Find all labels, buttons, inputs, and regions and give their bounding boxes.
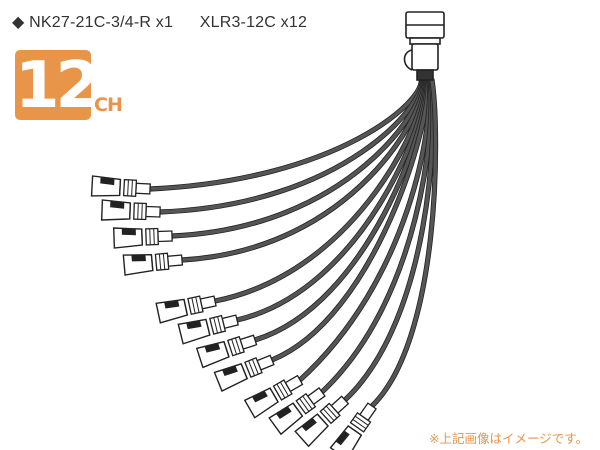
xlr-connector: [122, 252, 184, 276]
xlr-grip-ridge: [354, 415, 369, 426]
spec-bullet: ◆: [12, 14, 25, 31]
xlr-connector: [177, 314, 239, 345]
spec-multipin-connector: NK27-21C-3/4-R x1: [29, 14, 174, 31]
channel-count: 12: [15, 49, 100, 123]
xlr-latch: [222, 366, 238, 376]
xlr-grip-ridge: [276, 383, 286, 399]
xlr-connector: [195, 334, 258, 369]
xlr-grip: [272, 379, 293, 401]
xlr-body: [243, 387, 279, 419]
xlr-latch: [121, 228, 136, 236]
xlr-grip-ridge: [213, 317, 219, 334]
xlr-seam: [316, 413, 329, 427]
xlr-boot: [135, 182, 151, 195]
xlr-grip-ridge: [248, 360, 256, 376]
xlr-boot: [199, 295, 217, 310]
xlr-seam: [141, 229, 143, 246]
xlr-latch: [276, 406, 292, 419]
xlr-grip: [133, 202, 147, 221]
xlr-latch: [186, 320, 202, 330]
xlr-grip-ridge: [279, 381, 289, 397]
xlr-latch: [301, 418, 317, 432]
xlr-grip-ridge: [141, 203, 143, 220]
cable: [148, 78, 423, 191]
xlr-grip: [122, 178, 138, 197]
xlr-grip-ridge: [299, 398, 310, 412]
xlr-grip-ridge: [231, 339, 238, 355]
xlr-grip-ridge: [137, 203, 139, 220]
xlr-grip: [295, 392, 317, 415]
xlr-grip: [187, 295, 204, 316]
xlr-seam: [183, 299, 188, 316]
xlr-latch: [204, 343, 221, 353]
xlr-grip-ridge: [234, 337, 241, 354]
xlr-latch: [335, 430, 350, 446]
xlr-latch: [164, 300, 180, 309]
xlr-grip-ridge: [158, 253, 162, 270]
xlr-grip-ridge: [251, 359, 259, 375]
xlr-seam: [205, 319, 211, 336]
xlr-grip-ridge: [191, 297, 196, 314]
xlr-connector: [100, 199, 161, 221]
xlr-grip-ridge: [195, 296, 200, 313]
xlr-body: [155, 298, 189, 324]
xlr-seam: [119, 179, 122, 196]
xlr-boot: [157, 230, 173, 243]
multipin-clip: [403, 49, 413, 71]
xlr-boot: [166, 254, 184, 267]
xlr-grip-ridge: [322, 408, 335, 422]
xlr-grip-ridge: [325, 405, 338, 419]
cable-outline: [147, 77, 424, 192]
xlr-grip-ridge: [302, 395, 313, 410]
xlr-connector: [329, 402, 378, 450]
xlr-connector: [112, 227, 173, 249]
xlr-latch: [110, 201, 125, 209]
xlr-grip: [209, 314, 227, 335]
channel-unit: CH: [94, 94, 123, 116]
multipin-body: [411, 43, 439, 71]
multipin-connector: [403, 11, 445, 81]
xlr-connector: [243, 374, 304, 419]
xlr-grip: [145, 227, 159, 246]
xlr-connector: [268, 387, 326, 436]
xlr-latch: [100, 177, 115, 186]
xlr-grip-ridge: [217, 316, 222, 333]
cable-bundle: [147, 77, 439, 409]
spec-line: ◆ NK27-21C-3/4-R x1 XLR3-12C x12: [12, 12, 307, 32]
image-disclaimer: ※上記画像はイメージです。: [429, 432, 588, 446]
xlr-seam: [223, 341, 230, 358]
xlr-seam: [347, 425, 362, 436]
xlr-body: [177, 318, 211, 345]
xlr-connector: [213, 354, 275, 392]
xlr-latch: [252, 391, 268, 403]
multipin-boot: [416, 69, 434, 81]
xlr-connectors: [90, 175, 378, 450]
xlr-connector: [155, 295, 217, 324]
cable: [270, 78, 430, 362]
xlr-grip-ridge: [131, 180, 133, 197]
channel-badge: 12: [15, 49, 100, 123]
xlr-connector: [294, 395, 350, 448]
xlr-grip-ridge: [149, 228, 151, 245]
cable: [370, 78, 438, 408]
xlr-grip-ridge: [153, 228, 155, 245]
xlr-connector: [90, 175, 151, 197]
xlr-latch: [131, 255, 146, 262]
xlr-grip-ridge: [352, 419, 367, 430]
xlr-grip: [319, 402, 341, 425]
spec-xlr-connector: XLR3-12C x12: [199, 14, 308, 31]
xlr-grip-ridge: [127, 179, 129, 196]
xlr-grip: [349, 411, 372, 433]
xlr-grip-ridge: [162, 253, 166, 270]
xlr-seam: [150, 254, 154, 271]
xlr-seam: [240, 363, 248, 379]
xlr-body: [213, 362, 249, 392]
xlr-boot: [145, 205, 161, 218]
xlr-seam: [269, 387, 279, 403]
xlr-seam: [129, 202, 131, 219]
xlr-seam: [292, 402, 303, 417]
multipin-neck: [409, 37, 441, 45]
xlr-grip: [154, 252, 170, 271]
